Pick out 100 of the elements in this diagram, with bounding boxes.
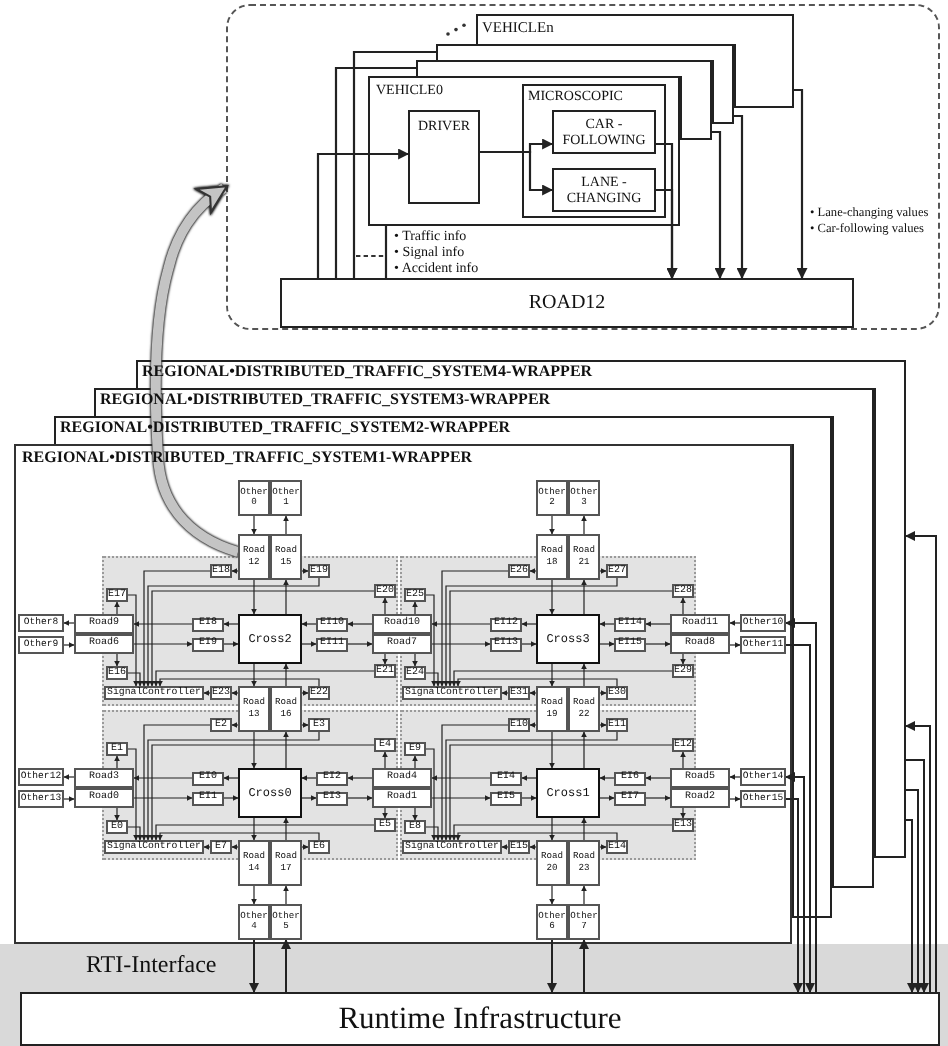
small-box [106, 742, 128, 756]
arrow [301, 844, 309, 850]
arrow [599, 690, 607, 696]
road-box [74, 788, 134, 808]
arrow [281, 939, 291, 993]
arrow [521, 641, 537, 647]
arrow [251, 817, 257, 841]
arrow [431, 795, 491, 801]
arrow [114, 807, 120, 821]
arrow [521, 795, 537, 801]
arrow [529, 722, 537, 728]
arrow [680, 597, 686, 615]
arrow [443, 577, 618, 687]
connector-line [352, 50, 436, 278]
road-box [536, 840, 568, 886]
arrow [599, 621, 615, 627]
road-box [536, 686, 568, 732]
module-box [552, 168, 656, 212]
arrow [549, 663, 555, 687]
arrow [223, 795, 239, 801]
arrow [301, 641, 317, 647]
arrow [599, 795, 615, 801]
arrow [431, 641, 491, 647]
module-box [552, 110, 656, 154]
small-box [374, 818, 396, 832]
arrow [114, 755, 120, 769]
road-box [568, 840, 600, 886]
arrow [425, 826, 441, 841]
road-box [270, 840, 302, 886]
arrow [785, 772, 805, 993]
infrastructure-label: Runtime Infrastructure [338, 1001, 622, 1037]
arrow [549, 731, 555, 769]
arrow [412, 807, 418, 821]
small-box [490, 771, 522, 785]
arrow [231, 568, 239, 574]
small-box [192, 771, 224, 785]
vehicle-box [368, 76, 680, 226]
small-box [316, 617, 348, 631]
arrow [905, 531, 937, 993]
intersection-box [238, 614, 302, 664]
arrow [549, 579, 555, 615]
arrow [251, 885, 257, 905]
small-box [316, 771, 348, 785]
arrow [785, 798, 803, 993]
interface-band [0, 944, 948, 1046]
arrow [301, 795, 317, 801]
road-box [536, 534, 568, 580]
arrow [579, 939, 589, 993]
arrow [431, 621, 491, 627]
arrow [283, 885, 289, 905]
small-box [404, 742, 426, 756]
arrow [443, 731, 618, 841]
arrow [581, 579, 587, 615]
arrow [729, 642, 741, 648]
arrow [529, 690, 537, 696]
road-box [670, 634, 730, 654]
arrow [447, 744, 673, 841]
road-box [372, 634, 432, 654]
road-box [74, 634, 134, 654]
boundary-box [568, 480, 600, 516]
road-box [372, 768, 432, 788]
arrow [645, 641, 671, 647]
arrow [157, 832, 320, 841]
arrow [794, 88, 808, 280]
arrow [581, 731, 587, 769]
small-box [192, 617, 224, 631]
small-box [490, 637, 522, 651]
boundary-box [18, 636, 64, 654]
boundary-box [536, 904, 568, 940]
small-box [106, 820, 128, 834]
arrow [63, 774, 75, 780]
wrapper-title: REGIONAL•DISTRIBUTED_TRAFFIC_SYSTEM2-WRAPPER [60, 418, 511, 436]
arrow [599, 568, 607, 574]
road-box [670, 768, 730, 788]
arrow [231, 722, 239, 728]
connector-line [384, 226, 388, 278]
arrow [153, 670, 375, 687]
arrow [133, 641, 193, 647]
arrow [203, 844, 211, 850]
arrow [127, 826, 143, 841]
arrow [231, 844, 239, 850]
arrow [451, 670, 673, 687]
arrow [729, 796, 741, 802]
arrow [127, 594, 139, 687]
vehicle-box [476, 14, 794, 108]
boundary-box [270, 480, 302, 516]
small-box [308, 718, 330, 732]
arrow [157, 678, 320, 687]
road-box [238, 534, 270, 580]
arrow [114, 653, 120, 667]
arrow [301, 722, 309, 728]
arrow [480, 150, 554, 196]
arrow [133, 795, 193, 801]
road-box [74, 614, 134, 634]
arrow [599, 775, 615, 781]
road-box [238, 840, 270, 886]
small-box [614, 791, 646, 805]
arrow [905, 789, 923, 993]
arrow [141, 724, 211, 841]
arrow [114, 601, 120, 615]
